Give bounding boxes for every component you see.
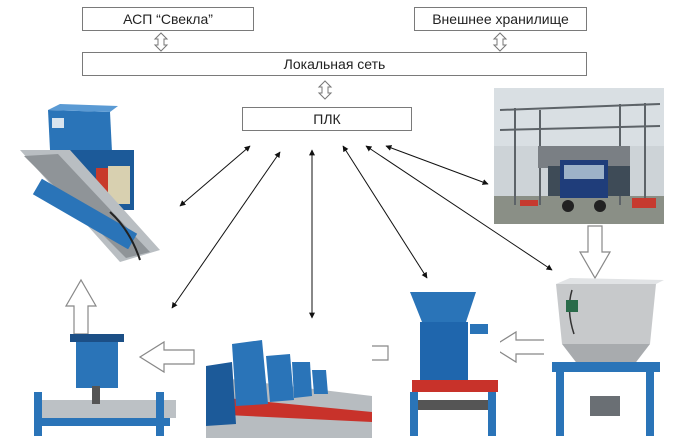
double-arrow-icon [492,32,508,52]
storage-silo-photo [494,88,664,224]
plc-link-silo [385,145,489,185]
hopper-photo [404,288,500,438]
plc-link-grinder [179,145,251,207]
double-arrow-icon [317,80,333,100]
block-arrow-icon [578,225,612,280]
asp-label: АСП “Свекла” [123,11,213,27]
plc-box: ПЛК [242,107,412,131]
block-arrow-icon [64,278,98,335]
block-arrow-icon [138,340,195,374]
block-arrow-icon [490,330,547,364]
plc-connections [171,145,553,319]
external-storage-box: Внешнее хранилище [414,7,587,31]
local-network-label: Локальная сеть [283,56,386,72]
conveyor-photo [204,326,372,438]
plc-link-press [171,151,281,309]
external-storage-label: Внешнее хранилище [432,11,569,27]
plc-link-hopper [342,145,428,279]
asp-sveкla-box: АСП “Свекла” [82,7,254,31]
press-frame-photo [30,334,180,436]
grinder-photo [10,100,165,270]
plc-label: ПЛК [313,111,341,127]
bin-photo [544,278,668,440]
double-arrow-icon [153,32,169,52]
local-network-box: Локальная сеть [82,52,587,76]
